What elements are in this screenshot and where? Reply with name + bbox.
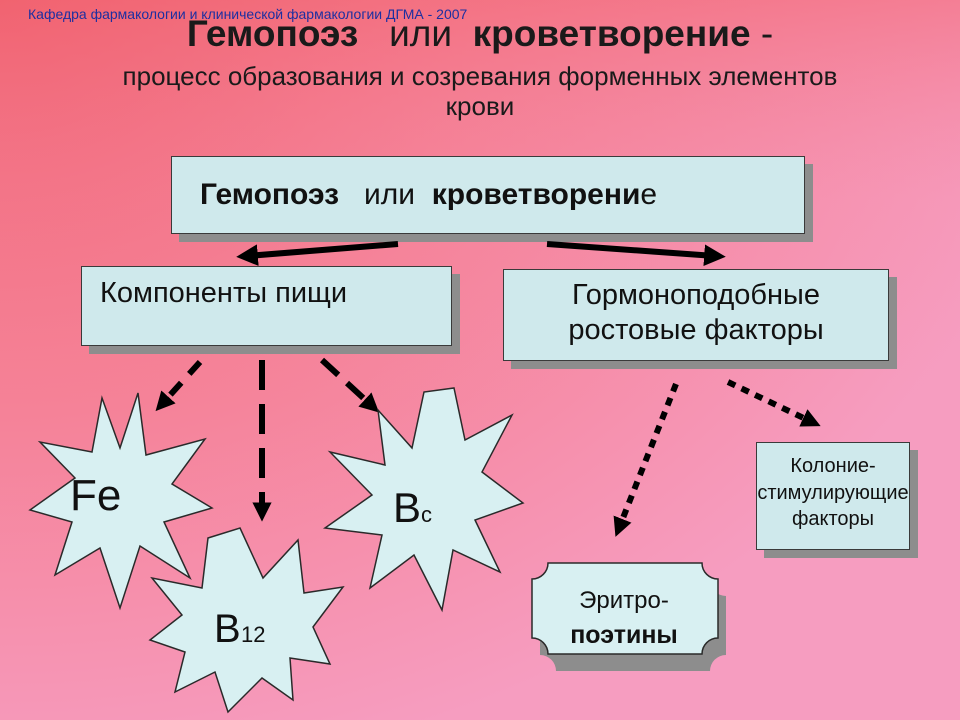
arrow-to-erythropoietins [613, 382, 679, 537]
page-subtitle: процесс образования и созревания форменн… [122, 61, 838, 121]
erythropoietins-line2: поэтины [570, 621, 678, 649]
arrow-to-colony-stimulating-factors [726, 379, 821, 427]
fe-label: Fe [70, 471, 121, 520]
erythropoietins-line1: Эритро- [579, 587, 669, 614]
department-caption: Кафедра фармакологии и клинической фарма… [28, 6, 468, 22]
csf-line3: факторы [791, 508, 875, 531]
csf-line1: Колоние- [790, 455, 876, 477]
bc-label-main: B [393, 484, 421, 531]
erythropoietins-plaque [531, 562, 719, 655]
title-word-or: или [389, 13, 453, 54]
title-dash: - [750, 13, 774, 54]
page-title: Гемопоэз или кроветворение - [0, 13, 960, 55]
arrow-to-food-components [236, 241, 399, 266]
food-components-label: Компоненты пищи [100, 277, 348, 309]
growth-factors-line2: ростовые факторы [568, 313, 824, 346]
arrow-to-bc [319, 357, 380, 413]
b12-label-subscript: 12 [241, 622, 265, 647]
arrow-to-fe [155, 359, 203, 412]
colony-stimulating-factors-box: Колоние-стимулирующие факторы [756, 442, 910, 550]
bc-star-shape [322, 387, 525, 613]
fe-star-shape [28, 392, 214, 611]
main-box-word-hemopoiesis: Гемопоэз [200, 178, 340, 211]
title-word-blood-formation: кроветворение [472, 13, 751, 54]
main-concept-box: Гемопоэз или кроветворение [171, 156, 805, 234]
title-word-hemopoiesis: Гемопоэз [186, 13, 359, 54]
b12-star-shape [148, 527, 345, 714]
main-box-word-or: или [364, 178, 416, 211]
growth-factors-line1: Гормоноподобные [571, 279, 821, 311]
main-box-word-blood-formation: кроветворени [431, 178, 641, 211]
arrow-to-growth-factors [546, 241, 726, 267]
csf-line2: стимулирующие [757, 481, 909, 504]
food-components-box: Компоненты пищи [81, 266, 452, 346]
b12-label-main: B [214, 607, 241, 651]
bc-label-subscript: c [421, 502, 432, 527]
main-box-word-ending: е [640, 178, 658, 211]
